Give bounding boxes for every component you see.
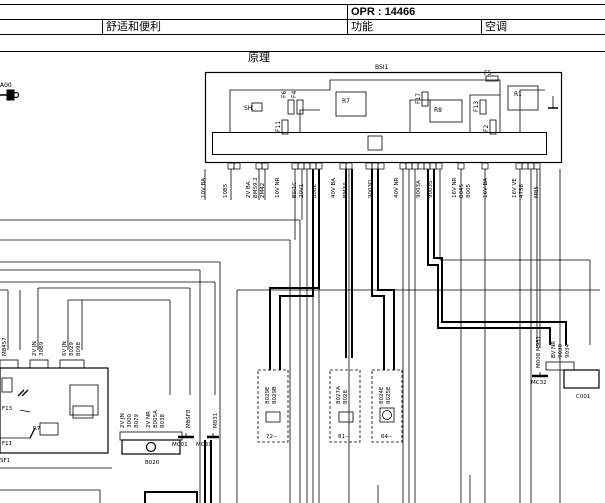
- svg-text:16V BA: 16V BA: [483, 178, 489, 198]
- opr-number: OPR : 14466: [351, 6, 416, 18]
- svg-text:M8SF8: M8SF8: [186, 409, 192, 428]
- svg-text:2V JN: 2V JN: [32, 341, 38, 356]
- module-labels: 8029E 8029B 8027A 8028 8024E 8025E 72-- …: [265, 386, 392, 440]
- bsi-internal-labels: SH F6 F4 F11 R7 F17 R8 F13 F2 R1 F5 BSI1: [244, 64, 522, 132]
- left-device: A00: [0, 82, 20, 101]
- category-label: 舒适和便利: [106, 20, 161, 33]
- label-r7: R7: [33, 426, 41, 432]
- label-mc32: MC32: [531, 380, 547, 386]
- bsi-label: BSI1: [375, 64, 389, 71]
- svg-text:800L: 800L: [312, 184, 318, 198]
- header-grid: [0, 4, 605, 52]
- dashed-modules: [257, 369, 403, 443]
- svg-text:10V NR: 10V NR: [275, 177, 281, 198]
- svg-text:3000: 3000: [127, 414, 133, 428]
- svg-text:8025E: 8025E: [386, 386, 392, 404]
- svg-text:8038: 8038: [160, 414, 166, 428]
- svg-text:8029: 8029: [69, 342, 75, 356]
- svg-text:2V BA: 2V BA: [246, 181, 252, 198]
- diagram-title: 原理: [248, 51, 270, 64]
- svg-text:9034: 9034: [565, 344, 571, 358]
- svg-text:A00: A00: [0, 82, 12, 89]
- label-f6: F6: [281, 91, 288, 98]
- svg-text:40V BA: 40V BA: [331, 178, 337, 198]
- thick-wires: [144, 169, 567, 503]
- svg-text:40V NR: 40V NR: [394, 177, 400, 198]
- label-f5: F5: [484, 70, 491, 77]
- label-f4: F4: [291, 91, 298, 98]
- svg-text:8024E: 8024E: [379, 386, 385, 404]
- system-label: 空调: [485, 20, 507, 33]
- svg-text:30B9: 30B9: [39, 341, 45, 356]
- left-labels: M8457 2V JN 30B9 6V JN 8029 8098 F13 F11…: [0, 337, 82, 464]
- svg-text:8029B: 8029B: [272, 386, 278, 404]
- svg-text:10V BA: 10V BA: [201, 178, 207, 198]
- svg-text:8029E: 8029E: [265, 386, 271, 404]
- svg-text:8079: 8079: [134, 414, 140, 428]
- svg-text:M8457: M8457: [2, 337, 8, 356]
- b020-labels: 2V JN 3000 8079 2V NR 8005A 8038 B020: [120, 410, 166, 466]
- svg-text:16V NR: 16V NR: [452, 177, 458, 198]
- svg-text:8028: 8028: [343, 390, 349, 404]
- label-64: 64--: [381, 434, 392, 440]
- label-c001: C001: [576, 394, 590, 400]
- label-r7: R7: [342, 98, 350, 105]
- svg-text:2M42: 2M42: [260, 183, 266, 198]
- label-b020: B020: [145, 460, 160, 466]
- label-r1: R1: [514, 91, 522, 98]
- c001-component: [545, 361, 600, 389]
- svg-text:9030: 9030: [558, 344, 564, 358]
- svg-text:4756: 4756: [519, 184, 525, 198]
- label-mc01: MC01: [172, 442, 188, 448]
- module-icons: [265, 407, 395, 423]
- svg-text:8045: 8045: [459, 184, 465, 198]
- svg-text:16V VE: 16V VE: [512, 178, 518, 198]
- label-sh: SH: [244, 105, 252, 112]
- label-f11: F11: [275, 121, 282, 132]
- left-components: [0, 359, 109, 454]
- mc-labels: M8SF8 M831 MC01 MC31 MC32: [172, 380, 547, 448]
- svg-text:8005A: 8005A: [153, 410, 159, 428]
- svg-text:M831: M831: [213, 413, 219, 428]
- c001-labels: M008 M951 BV NR 9030 9034 C001: [536, 336, 590, 400]
- label-f13: F13: [473, 101, 480, 112]
- svg-text:9003S: 9003S: [428, 180, 434, 198]
- wires: [0, 169, 600, 503]
- svg-text:6V JN: 6V JN: [62, 341, 68, 356]
- svg-text:BMS9.2: BMS9.2: [253, 177, 259, 198]
- section-label: 功能: [351, 20, 373, 33]
- label-81: 81--: [338, 434, 349, 440]
- bsi-wire-labels: 10V BA 10B5 2V BA BMS9.2 2M42 10V NR BSI…: [201, 177, 540, 198]
- label-r8: R8: [434, 107, 442, 114]
- svg-text:2V NR: 2V NR: [146, 411, 152, 428]
- mc-grounds: [178, 372, 548, 439]
- label-f2: F2: [483, 125, 490, 132]
- label-sf1: SF1: [0, 458, 10, 464]
- label-f11: F11: [2, 441, 12, 447]
- svg-text:8098: 8098: [76, 342, 82, 356]
- label-f17: F17: [415, 93, 422, 104]
- svg-text:M008 M951: M008 M951: [536, 336, 542, 368]
- label-mc31: MC31: [196, 442, 212, 448]
- bsi-box: [204, 71, 563, 170]
- label-f13: F13: [2, 406, 13, 412]
- svg-text:BV NR: BV NR: [551, 341, 557, 358]
- svg-text:8005: 8005: [466, 184, 472, 198]
- svg-text:2V JN: 2V JN: [120, 413, 126, 428]
- svg-text:8027A: 8027A: [336, 386, 342, 404]
- label-72: 72--: [266, 434, 277, 440]
- svg-text:10B5: 10B5: [223, 183, 229, 198]
- svg-text:9003A: 9003A: [416, 180, 422, 198]
